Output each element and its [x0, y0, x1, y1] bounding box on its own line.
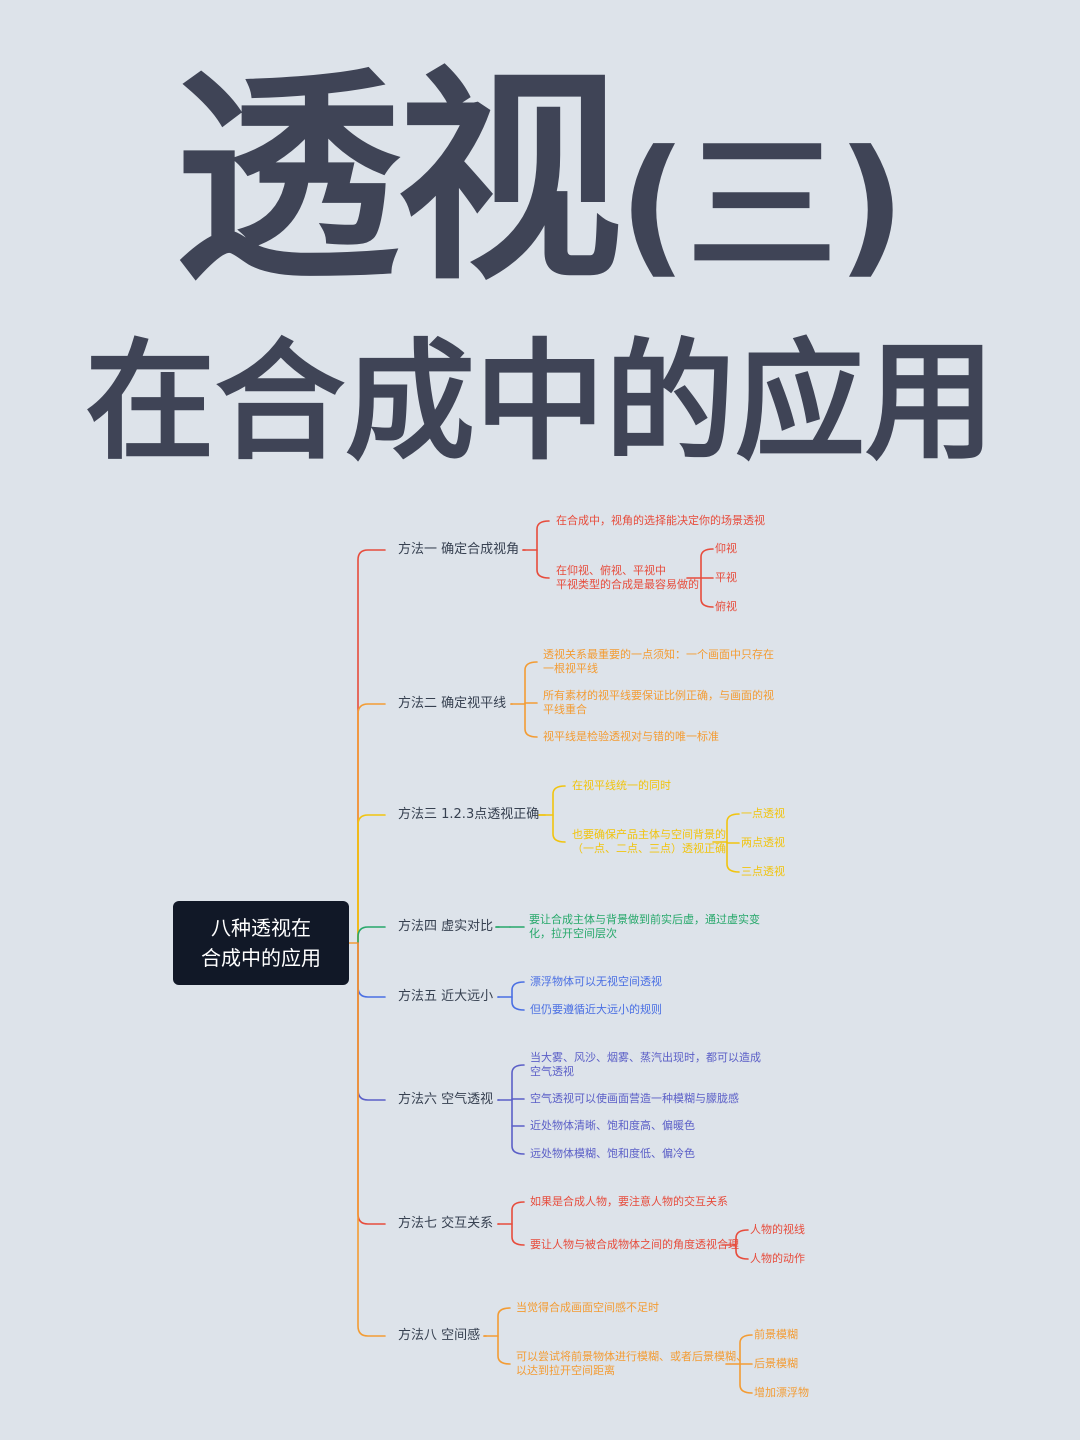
- method-1-label: 方法一 确定合成视角: [398, 542, 520, 557]
- method-7-label: 方法七 交互关系: [398, 1216, 494, 1231]
- method-6-item-2-text: 空气透视可以使画面营造一种模糊与朦胧感: [530, 1092, 739, 1105]
- method-6-item-1-text: 当大雾、风沙、烟雾、蒸汽出现时，都可以造成: [530, 1051, 761, 1064]
- method-7-item-2-sub-1: 人物的视线: [750, 1223, 805, 1236]
- method-3-item-2-sub-1: 一点透视: [741, 807, 785, 820]
- method-8-item-1-text: 当觉得合成画面空间感不足时: [516, 1301, 659, 1314]
- branch-5: [357, 942, 386, 998]
- root-label-line: 合成中的应用: [201, 946, 321, 970]
- method-8-bracket-spine: [497, 1307, 511, 1365]
- method-2-item-2-text: 所有素材的视平线要保证比例正确，与画面的视: [543, 689, 774, 702]
- method-7-item-2-sub-2: 人物的动作: [750, 1252, 805, 1265]
- method-8-item-2-text: 以达到拉开空间距离: [516, 1364, 615, 1377]
- method-5-bracket-spine: [511, 981, 525, 1011]
- method-7-item-2-bracket-spine: [735, 1229, 749, 1260]
- method-4-item-1-text: 要让合成主体与背景做到前实后虚，通过虚实变: [529, 913, 760, 926]
- method-8-item-2-text: 可以尝试将前景物体进行模糊、或者后景模糊、: [516, 1350, 747, 1363]
- mindmap-root: 八种透视在合成中的应用: [173, 901, 349, 985]
- method-1-item-2-sub-3: 俯视: [715, 600, 737, 613]
- branch-1: [357, 549, 386, 944]
- method-8-item-2-sub-2: 后景模糊: [754, 1357, 798, 1370]
- method-2-item-2-text: 平线重合: [543, 703, 587, 716]
- method-6-item-1-text: 空气透视: [530, 1065, 574, 1078]
- branch-7: [357, 942, 386, 1225]
- method-1-item-2-text: 在仰视、俯视、平视中: [556, 564, 666, 577]
- method-5-label: 方法五 近大远小: [398, 989, 494, 1004]
- method-3-item-2-sub-3: 三点透视: [741, 865, 785, 878]
- method-1-item-2-sub-2: 平视: [715, 571, 737, 584]
- method-1-item-2-text: 平视类型的合成是最容易做的: [556, 578, 699, 591]
- title-paren: (三): [618, 119, 906, 293]
- branch-6: [357, 942, 386, 1101]
- method-6-bracket-spine: [511, 1064, 525, 1155]
- method-8-item-2-sub-1: 前景模糊: [754, 1328, 798, 1341]
- method-2-item-1-text: 透视关系最重要的一点须知：一个画面中只存在: [543, 648, 774, 661]
- method-1-item-2-sub-1: 仰视: [715, 542, 737, 555]
- method-2-item-3-text: 视平线是检验透视对与错的唯一标准: [543, 730, 719, 743]
- method-4-item-1-text: 化，拉开空间层次: [529, 927, 617, 940]
- method-3-item-2-sub-2: 两点透视: [741, 836, 785, 849]
- page-title: 透视(三): [0, 50, 1080, 336]
- method-1-item-1-text: 在合成中，视角的选择能决定你的场景透视: [556, 514, 765, 527]
- method-8-item-2-sub-3: 增加漂浮物: [754, 1386, 809, 1399]
- method-7-bracket-spine: [511, 1201, 525, 1246]
- title-main: 透视: [174, 48, 622, 311]
- method-3-bracket-spine: [552, 785, 566, 843]
- method-8-label: 方法八 空间感: [398, 1328, 481, 1343]
- branch-8: [357, 942, 386, 1337]
- method-2-bracket-spine: [524, 661, 538, 738]
- method-4-label: 方法四 虚实对比: [398, 919, 494, 934]
- method-3-item-2-text: （一点、二点、三点）透视正确: [572, 842, 726, 855]
- method-3-label: 方法三 1.2.3点透视正确: [398, 807, 540, 822]
- method-2-label: 方法二 确定视平线: [398, 696, 507, 711]
- method-1-bracket-spine: [536, 520, 550, 579]
- method-7-item-2-text: 要让人物与被合成物体之间的角度透视合理: [530, 1238, 739, 1251]
- method-5-item-2-text: 但仍要遵循近大远小的规则: [530, 1003, 662, 1016]
- method-5-item-1-text: 漂浮物体可以无视空间透视: [530, 975, 662, 988]
- method-6-item-4-text: 远处物体模糊、饱和度低、偏冷色: [530, 1147, 695, 1160]
- method-7-item-1-text: 如果是合成人物，要注意人物的交互关系: [530, 1195, 728, 1208]
- branch-2: [357, 703, 386, 944]
- method-2-item-1-text: 一根视平线: [543, 662, 598, 675]
- method-3-item-2-text: 也要确保产品主体与空间背景的: [572, 828, 726, 841]
- branch-4: [357, 926, 386, 944]
- method-6-item-3-text: 近处物体清晰、饱和度高、偏暖色: [530, 1119, 695, 1132]
- page-subtitle: 在合成中的应用: [84, 326, 995, 478]
- root-label-line: 八种透视在: [211, 916, 311, 940]
- method-6-label: 方法六 空气透视: [398, 1092, 494, 1107]
- method-3-item-1-text: 在视平线统一的同时: [572, 779, 671, 792]
- branch-3: [357, 814, 386, 944]
